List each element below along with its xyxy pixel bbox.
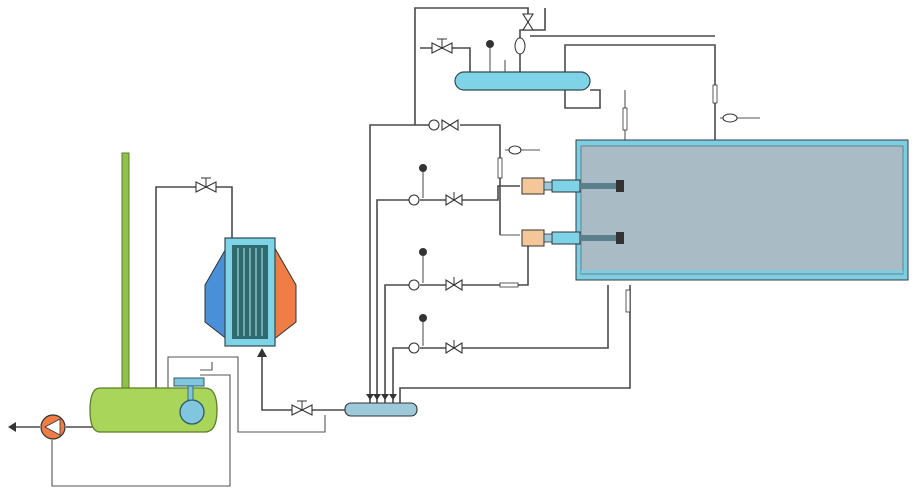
header-inlet-pipe bbox=[420, 47, 471, 75]
gauge-icon bbox=[419, 164, 427, 198]
check-valve-icon bbox=[408, 194, 420, 206]
tank-top-pipe bbox=[167, 356, 326, 433]
tank-side-pipe bbox=[200, 362, 213, 371]
burner-port-2 bbox=[551, 231, 581, 245]
gauge-icon bbox=[419, 314, 427, 346]
burner-block-2 bbox=[521, 229, 545, 247]
inline-filter bbox=[499, 282, 519, 288]
riser-2 bbox=[376, 199, 410, 403]
gate-valve-icon bbox=[522, 13, 534, 31]
gauge-icon bbox=[419, 248, 427, 283]
inline-filter bbox=[622, 107, 628, 131]
burner-lance-2 bbox=[580, 235, 622, 241]
gate-valve-icon bbox=[291, 400, 313, 416]
furnace bbox=[521, 139, 909, 281]
riser-5 bbox=[399, 285, 631, 403]
riser-3 bbox=[384, 284, 410, 403]
gate-valve-icon bbox=[431, 38, 453, 54]
check-valve-icon bbox=[428, 119, 440, 131]
tank-nozzle bbox=[173, 377, 205, 387]
top-loop-pipe bbox=[414, 7, 529, 125]
heat-exchanger bbox=[204, 237, 297, 347]
pump-icon bbox=[40, 414, 66, 440]
gauge-icon bbox=[486, 40, 494, 48]
check-valve-icon bbox=[408, 279, 420, 291]
riser-1 bbox=[369, 124, 430, 403]
check-valve-icon bbox=[722, 113, 738, 123]
gate-valve-icon bbox=[445, 192, 463, 206]
gate-valve-icon bbox=[445, 277, 463, 291]
check-valve-icon bbox=[514, 37, 526, 55]
check-valve-icon bbox=[508, 145, 522, 155]
burner-port-1 bbox=[551, 179, 581, 193]
vent-stack bbox=[121, 152, 130, 389]
burner-2-feed bbox=[420, 245, 529, 286]
valves bbox=[195, 13, 738, 416]
riser-4 bbox=[392, 347, 410, 403]
hx-to-manifold-pipe bbox=[261, 350, 345, 411]
return-loop-pipe bbox=[51, 374, 231, 487]
gate-valve-icon bbox=[445, 340, 463, 354]
burner-lance-1 bbox=[580, 183, 622, 189]
arrow-icon bbox=[8, 422, 16, 432]
inline-filter bbox=[497, 157, 503, 179]
distribution-manifold bbox=[344, 394, 418, 417]
arrow-icon bbox=[257, 348, 267, 357]
check-valve-icon bbox=[408, 342, 420, 354]
tank-sight-glass bbox=[179, 399, 205, 425]
burner-1-feed bbox=[420, 185, 520, 201]
gate-valve-icon bbox=[441, 119, 459, 131]
burner-3-feed bbox=[420, 285, 609, 349]
gate-valve-icon bbox=[195, 177, 217, 193]
burner-block-1 bbox=[521, 177, 545, 195]
storage-tank bbox=[89, 377, 218, 433]
steam-header bbox=[454, 37, 591, 91]
header-outlet-pipe bbox=[564, 44, 716, 140]
inline-filter bbox=[625, 289, 631, 313]
tank-hx-loop-pipe bbox=[155, 186, 233, 388]
inline-filter bbox=[712, 84, 718, 104]
header-feed-pipe bbox=[460, 124, 501, 235]
